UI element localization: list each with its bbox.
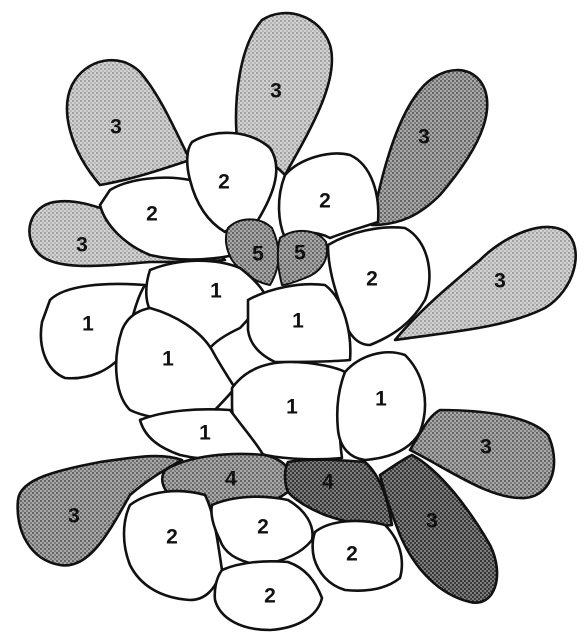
label-c23: 4	[322, 471, 334, 494]
label-c4: 3	[76, 234, 88, 257]
label-c8: 3	[426, 510, 438, 533]
label-c9: 2	[146, 203, 158, 226]
label-c26: 2	[346, 543, 358, 566]
label-c15: 1	[82, 313, 94, 336]
label-c19: 1	[286, 396, 298, 419]
label-c12: 2	[366, 268, 378, 291]
label-c22: 4	[225, 468, 237, 491]
label-c6: 3	[480, 436, 492, 459]
cell-c1	[67, 60, 190, 185]
label-c18: 1	[162, 348, 174, 371]
label-c14: 5	[294, 242, 306, 265]
label-c10: 2	[218, 171, 230, 194]
label-c2: 3	[270, 80, 282, 103]
label-c5: 3	[494, 270, 506, 293]
label-c24: 2	[166, 526, 178, 549]
label-c13: 5	[252, 243, 264, 266]
label-c3: 3	[418, 126, 430, 149]
label-c25: 2	[257, 516, 269, 539]
label-c1: 3	[110, 116, 122, 139]
label-c21: 1	[199, 422, 211, 445]
label-c7: 3	[68, 505, 80, 528]
label-c17: 1	[292, 310, 304, 333]
label-c11: 2	[319, 190, 331, 213]
label-c27: 2	[264, 585, 276, 608]
label-c20: 1	[375, 388, 387, 411]
label-c16: 1	[210, 280, 222, 303]
